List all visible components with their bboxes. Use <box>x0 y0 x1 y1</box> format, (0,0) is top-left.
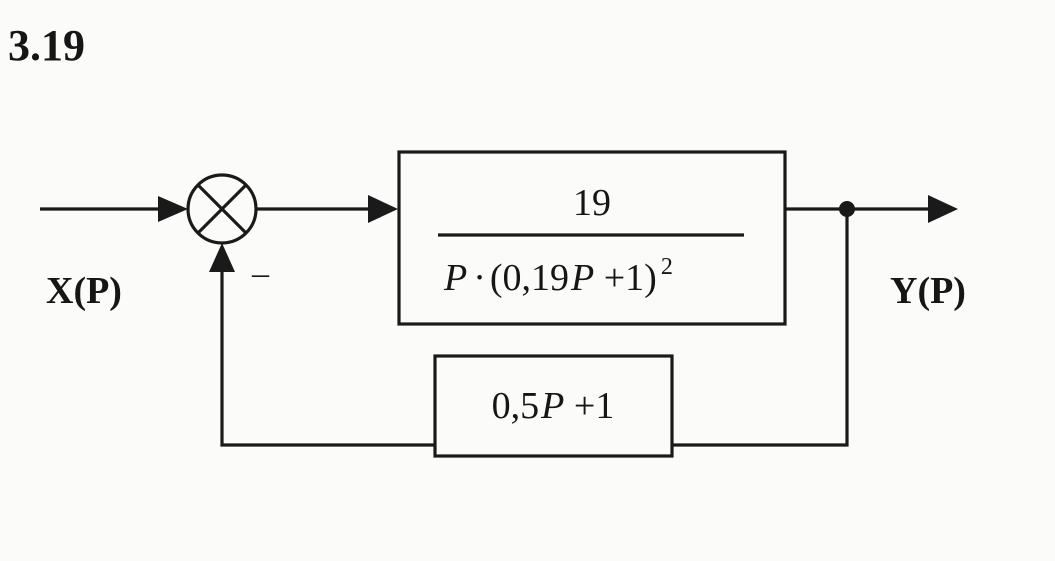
forward-input-arrowhead <box>368 195 398 223</box>
summing-cross-b <box>196 183 248 235</box>
output-arrowhead <box>928 195 958 223</box>
feedback-var-p: P <box>540 385 564 427</box>
feedback-minus-sign: – <box>251 255 270 292</box>
feedback-transfer-function: 0,5P +1 <box>492 385 615 427</box>
output-signal-label: Y(P) <box>890 270 966 312</box>
forward-denominator: P·(0,19P +1)2 <box>443 254 673 299</box>
forward-block <box>397 150 787 326</box>
summing-junction <box>186 173 258 245</box>
feedback-lead: 0,5 <box>492 385 540 427</box>
forward-numerator: 19 <box>573 182 611 224</box>
denominator-plus-one: +1) <box>594 257 657 299</box>
denominator-dot: · <box>473 257 486 299</box>
feedback-block <box>433 354 674 458</box>
feedback-arrowhead <box>209 243 235 272</box>
input-signal-label: X(P) <box>46 270 122 312</box>
denominator-exponent: 2 <box>661 254 673 280</box>
feedback-line-right <box>672 209 849 447</box>
denominator-var-p2: P <box>570 257 594 299</box>
denominator-var-p: P <box>443 257 467 299</box>
denominator-open: (0,19 <box>490 257 569 299</box>
feedback-line-left <box>220 268 435 447</box>
problem-number: 3.19 <box>8 21 85 70</box>
feedback-tail: +1 <box>564 385 614 427</box>
input-arrowhead <box>158 196 188 222</box>
